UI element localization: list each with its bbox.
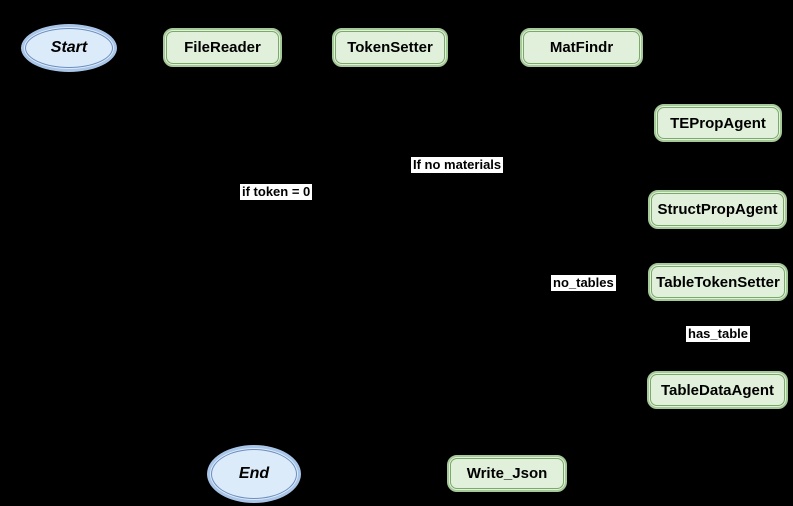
edge-label-no-tables: no_tables (551, 275, 616, 291)
node-structpropagent: StructPropAgent (648, 190, 787, 229)
edge-label-has-table: has_table (686, 326, 750, 342)
edge-label-if-no-materials: If no materials (411, 157, 504, 173)
node-tabledataagent-label: TableDataAgent (660, 381, 775, 399)
node-tabledataagent: TableDataAgent (647, 371, 788, 409)
node-matfindr: MatFindr (520, 28, 643, 67)
node-tabletokensetter-label: TableTokenSetter (656, 273, 780, 291)
node-filereader-label: FileReader (184, 39, 261, 56)
node-tepropagent: TEPropAgent (654, 104, 782, 142)
node-matfindr-label: MatFindr (549, 39, 614, 56)
node-filereader: FileReader (163, 28, 282, 67)
node-writejson: Write_Json (447, 455, 567, 492)
node-start-label: Start (50, 39, 88, 56)
node-tabletokensetter: TableTokenSetter (648, 263, 788, 301)
node-tokensetter: TokenSetter (332, 28, 448, 67)
node-writejson-label: Write_Json (466, 465, 548, 482)
node-tokensetter-label: TokenSetter (347, 39, 433, 56)
node-end: End (207, 445, 301, 503)
node-end-label: End (238, 465, 270, 482)
node-structpropagent-label: StructPropAgent (657, 201, 778, 218)
edge-label-if-token-0: if token = 0 (240, 184, 313, 200)
node-start: Start (21, 24, 117, 72)
node-tepropagent-label: TEPropAgent (670, 114, 766, 132)
